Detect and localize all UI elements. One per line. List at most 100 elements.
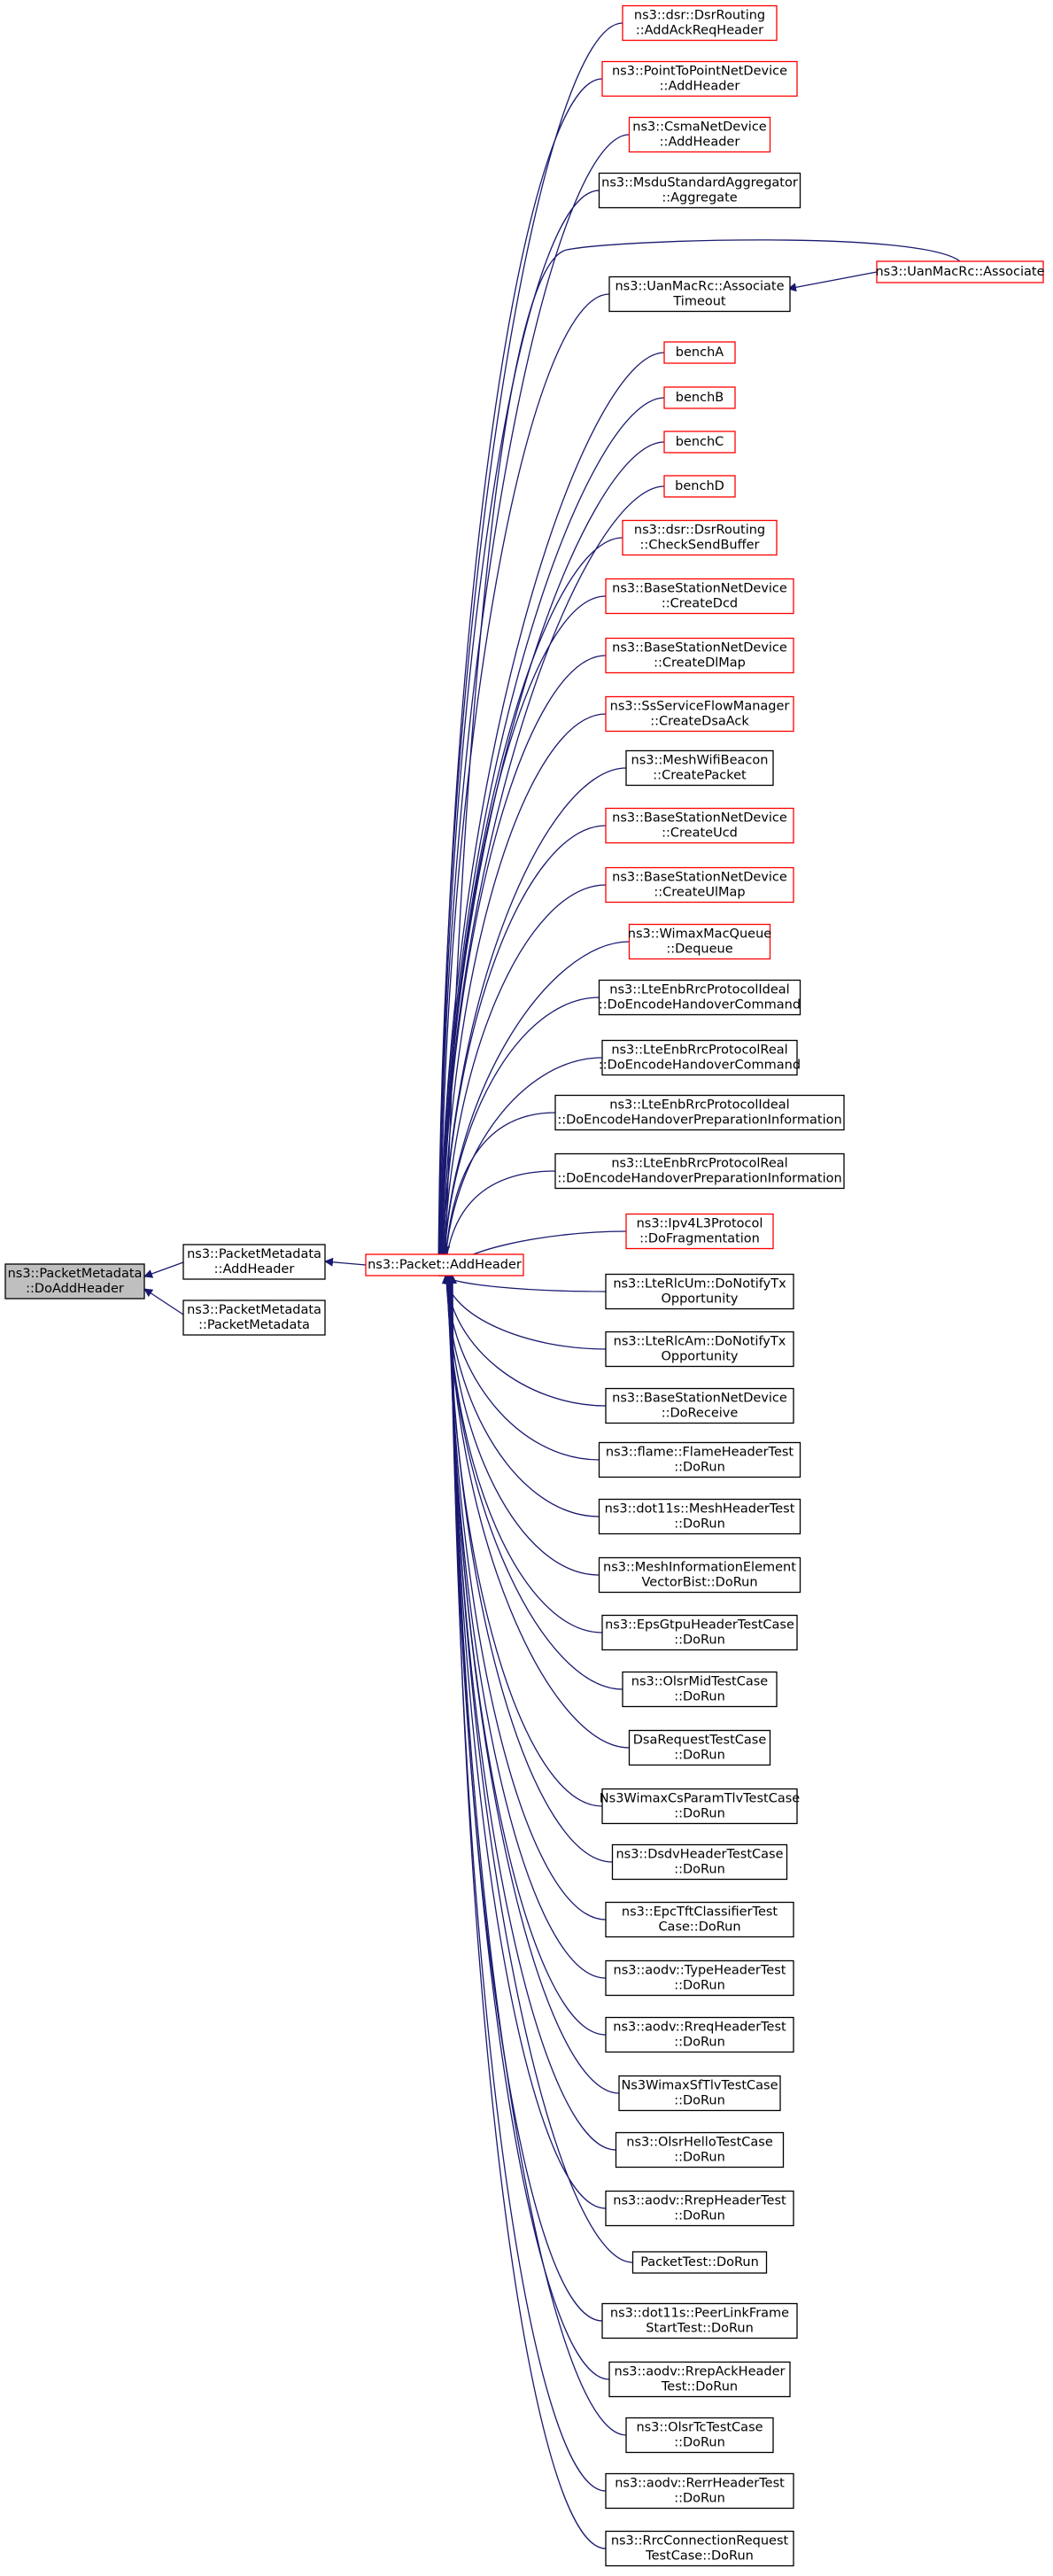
node-packet-addheader[interactable]: ns3::Packet::AddHeader [365, 1253, 524, 1276]
node-benchb-box [663, 386, 736, 409]
node-ns3-meshwifibeacon-createpacket-label-line-1: ns3::MeshWifiBeacon [631, 754, 769, 768]
node-ns3-lterlcum-donotifytxopportunity-box [605, 1273, 794, 1310]
node-packettest-dorun[interactable]: PacketTest::DoRun [631, 2251, 768, 2274]
node-ns3-flame-flameheadertest-dorun[interactable]: ns3::flame::FlameHeaderTest::DoRun [598, 1441, 801, 1478]
node-ns3-wimaxmacqueue-dequeue[interactable]: ns3::WimaxMacQueue::Dequeue [628, 923, 771, 960]
node-benchc-label-line-1: benchC [676, 435, 724, 449]
node-ns3-epsgtpuheadertestcase-dorun-label-line-2: ::DoRun [674, 1633, 725, 1648]
edge-ns3-aodv-rerrheadertest-dorun-to-packet-addheader [447, 1275, 607, 2492]
node-ns3-ssserviceflowmanager-createdsaack-label-line-1: ns3::SsServiceFlowManager [610, 700, 790, 714]
node-ns3-lteenbrrcprotocolideal-doencodehandoverpreparationinformation[interactable]: ns3::LteEnbRrcProtocolIdeal::DoEncodeHan… [554, 1094, 845, 1131]
node-ns3-dot11s-meshheadertest-dorun[interactable]: ns3::dot11s::MeshHeaderTest::DoRun [598, 1498, 801, 1535]
node-benchb[interactable]: benchB [663, 386, 736, 409]
node-ns3-msdustandardaggregator-aggregate-box [598, 172, 801, 209]
node-ns3-aodv-rerrheadertest-dorun-box [605, 2472, 794, 2510]
node-ns3-olsrtctestcase-dorun[interactable]: ns3::OlsrTcTestCase::DoRun [625, 2417, 774, 2454]
node-ns3-csmanetdevice-addheader-label-line-2: ::AddHeader [660, 136, 740, 150]
node-ns3-basestationnetdevice-createdcd[interactable]: ns3::BaseStationNetDevice::CreateDcd [605, 578, 794, 615]
node-ns3-ipv4l3protocol-dofragmentation[interactable]: ns3::Ipv4L3Protocol::DoFragmentation [625, 1213, 774, 1250]
node-ns3-meshinformationelementvectorbist-dorun-box [598, 1556, 801, 1594]
node-ns3-wimaxmacqueue-dequeue-box [628, 923, 771, 960]
node-ns3-basestationnetdevice-doreceive[interactable]: ns3::BaseStationNetDevice::DoReceive [605, 1387, 794, 1424]
node-bencha[interactable]: benchA [663, 341, 736, 364]
node-ns3-aodv-typeheadertest-dorun[interactable]: ns3::aodv::TypeHeaderTest::DoRun [605, 1959, 794, 1997]
node-ns3wimaxsftlvtestcase-dorun-label-line-2: ::DoRun [674, 2094, 725, 2108]
node-packetmetadata-constructor[interactable]: ns3::PacketMetadata::PacketMetadata [182, 1300, 326, 1336]
node-ns3-basestationnetdevice-doreceive-label-line-2: ::DoReceive [662, 1407, 739, 1421]
node-ns3-basestationnetdevice-createucd-label-line-2: ::CreateUcd [662, 826, 738, 841]
node-ns3-meshinformationelementvectorbist-dorun[interactable]: ns3::MeshInformationElementVectorBist::D… [598, 1556, 801, 1594]
node-ns3-aodv-rerrheadertest-dorun-label-line-1: ns3::aodv::RerrHeaderTest [615, 2477, 785, 2491]
node-ns3-meshwifibeacon-createpacket[interactable]: ns3::MeshWifiBeacon::CreatePacket [625, 749, 774, 787]
node-ns3-lterlcam-donotifytxopportunity-label-line-1: ns3::LteRlcAm::DoNotifyTx [614, 1335, 786, 1349]
node-ns3-dot11s-peerlinkframestarttest-dorun[interactable]: ns3::dot11s::PeerLinkFrameStartTest::DoR… [601, 2302, 798, 2339]
node-ns3-olsrmidtestcase-dorun-label-line-2: ::DoRun [674, 1690, 725, 1704]
node-ns3-rrcconnectionrequesttestcase-dorun-label-line-1: ns3::RrcConnectionRequest [611, 2534, 789, 2549]
node-ns3-aodv-rerrheadertest-dorun[interactable]: ns3::aodv::RerrHeaderTest::DoRun [605, 2472, 794, 2510]
node-ns3-basestationnetdevice-doreceive-label-line-1: ns3::BaseStationNetDevice [612, 1392, 787, 1406]
node-ns3-ipv4l3protocol-dofragmentation-box [625, 1213, 774, 1250]
edge-ns3-lteenbrrcprotocolreal-doencodehandovercommand-to-packet-addheader [440, 1057, 603, 1276]
edge-ns3-basestationnetdevice-createulmap-to-packet-addheader [439, 884, 607, 1276]
node-ns3-lteenbrrcprotocolreal-doencodehandovercommand-label-line-2: ::DoEncodeHandoverCommand [599, 1059, 801, 1073]
node-ns3wimaxsftlvtestcase-dorun[interactable]: Ns3WimaxSfTlvTestCase::DoRun [618, 2075, 781, 2112]
focus-node-doaddheader[interactable]: ns3::PacketMetadata::DoAddHeader [4, 1263, 145, 1300]
node-packetmetadata-addheader[interactable]: ns3::PacketMetadata::AddHeader [182, 1244, 326, 1280]
node-bencha-box [663, 341, 736, 364]
node-ns3-dot11s-meshheadertest-dorun-label-line-2: ::DoRun [674, 1517, 725, 1532]
node-ns3-basestationnetdevice-createdlmap-label-line-1: ns3::BaseStationNetDevice [612, 641, 787, 656]
edge-ns3-flame-flameheadertest-dorun-to-packet-addheader [442, 1275, 600, 1461]
node-ns3-basestationnetdevice-createdlmap-label-line-2: ::CreateDlMap [654, 656, 746, 671]
node-ns3-msdustandardaggregator-aggregate[interactable]: ns3::MsduStandardAggregator::Aggregate [598, 172, 801, 209]
edge-ns3-uanmacrc-associatetimeout-to-packet-addheader [436, 293, 610, 1276]
edge-ns3-dsdvheadertestcase-dorun-to-packet-addheader [445, 1275, 613, 1863]
node-packetmetadata-addheader-box [182, 1244, 326, 1280]
node-benchd-label-line-1: benchD [675, 479, 724, 493]
edge-benchd-to-packet-addheader [437, 485, 665, 1276]
node-ns3-lteenbrrcprotocolreal-doencodehandoverpreparationinformation[interactable]: ns3::LteEnbRrcProtocolReal::DoEncodeHand… [554, 1152, 845, 1190]
node-ns3-aodv-rreqheadertest-dorun[interactable]: ns3::aodv::RreqHeaderTest::DoRun [605, 2016, 794, 2053]
node-ns3-lteenbrrcprotocolideal-doencodehandovercommand-label-line-2: ::DoEncodeHandoverCommand [599, 998, 801, 1013]
node-ns3-olsrmidtestcase-dorun-box [622, 1671, 778, 1708]
node-dsarequesttestcase-dorun-box [628, 1729, 771, 1766]
node-ns3-pointtopointnetdevice-addheader[interactable]: ns3::PointToPointNetDevice::AddHeader [601, 60, 798, 97]
node-ns3-aodv-rrepheadertest-dorun[interactable]: ns3::aodv::RrepHeaderTest::DoRun [605, 2190, 794, 2227]
node-ns3-basestationnetdevice-createdlmap-box [605, 637, 794, 674]
node-ns3-csmanetdevice-addheader-label-line-1: ns3::CsmaNetDevice [632, 120, 767, 135]
node-ns3-rrcconnectionrequesttestcase-dorun-box [605, 2530, 794, 2567]
node-ns3-epsgtpuheadertestcase-dorun[interactable]: ns3::EpsGtpuHeaderTestCase::DoRun [601, 1614, 798, 1651]
node-ns3-dsr-dsrrouting-checksendbuffer[interactable]: ns3::dsr::DsrRouting::CheckSendBuffer [622, 519, 778, 556]
node-packettest-dorun-label-line-1: PacketTest::DoRun [640, 2255, 759, 2270]
node-ns3-lteenbrrcprotocolreal-doencodehandovercommand[interactable]: ns3::LteEnbRrcProtocolReal::DoEncodeHand… [599, 1039, 801, 1076]
node-ns3-pointtopointnetdevice-addheader-label-line-1: ns3::PointToPointNetDevice [612, 65, 787, 79]
node-ns3-olsrmidtestcase-dorun[interactable]: ns3::OlsrMidTestCase::DoRun [622, 1671, 778, 1708]
node-uanmacrc-associate[interactable]: ns3::UanMacRc::Associate [875, 260, 1045, 283]
node-benchd[interactable]: benchD [663, 475, 736, 498]
node-ns3-aodv-rreqheadertest-dorun-box [605, 2016, 794, 2053]
node-ns3-dsr-dsrrouting-checksendbuffer-label-line-1: ns3::dsr::DsrRouting [634, 524, 765, 538]
node-ns3-csmanetdevice-addheader[interactable]: ns3::CsmaNetDevice::AddHeader [628, 116, 771, 153]
node-ns3-basestationnetdevice-createdlmap[interactable]: ns3::BaseStationNetDevice::CreateDlMap [605, 637, 794, 674]
node-ns3-basestationnetdevice-createucd[interactable]: ns3::BaseStationNetDevice::CreateUcd [605, 807, 794, 844]
node-benchc[interactable]: benchC [663, 431, 736, 454]
node-ns3-dsdvheadertestcase-dorun[interactable]: ns3::DsdvHeaderTestCase::DoRun [611, 1843, 788, 1881]
node-ns3-olsrtctestcase-dorun-box [625, 2417, 774, 2454]
node-ns3-lteenbrrcprotocolideal-doencodehandovercommand[interactable]: ns3::LteEnbRrcProtocolIdeal::DoEncodeHan… [598, 979, 801, 1016]
node-ns3-pointtopointnetdevice-addheader-label-line-2: ::AddHeader [660, 80, 740, 94]
edge-ns3-msdustandardaggregator-aggregate-to-packet-addheader [435, 190, 600, 1276]
edge-ns3-pointtopointnetdevice-addheader-to-packet-addheader [435, 78, 603, 1276]
node-ns3wimaxcsparamtlvtestcase-dorun[interactable]: Ns3WimaxCsParamTlvTestCase::DoRun [600, 1788, 800, 1825]
node-ns3-basestationnetdevice-createulmap[interactable]: ns3::BaseStationNetDevice::CreateUlMap [605, 866, 794, 904]
node-ns3-olsrhellotestcase-dorun-label-line-1: ns3::OlsrHelloTestCase [626, 2136, 773, 2150]
node-ns3-ssserviceflowmanager-createdsaack[interactable]: ns3::SsServiceFlowManager::CreateDsaAck [605, 695, 794, 733]
node-dsarequesttestcase-dorun[interactable]: DsaRequestTestCase::DoRun [628, 1729, 771, 1766]
node-ns3-dsr-dsrrouting-addackreqheader[interactable]: ns3::dsr::DsrRouting::AddAckReqHeader [622, 4, 778, 42]
node-ns3-olsrhellotestcase-dorun[interactable]: ns3::OlsrHelloTestCase::DoRun [615, 2131, 785, 2169]
